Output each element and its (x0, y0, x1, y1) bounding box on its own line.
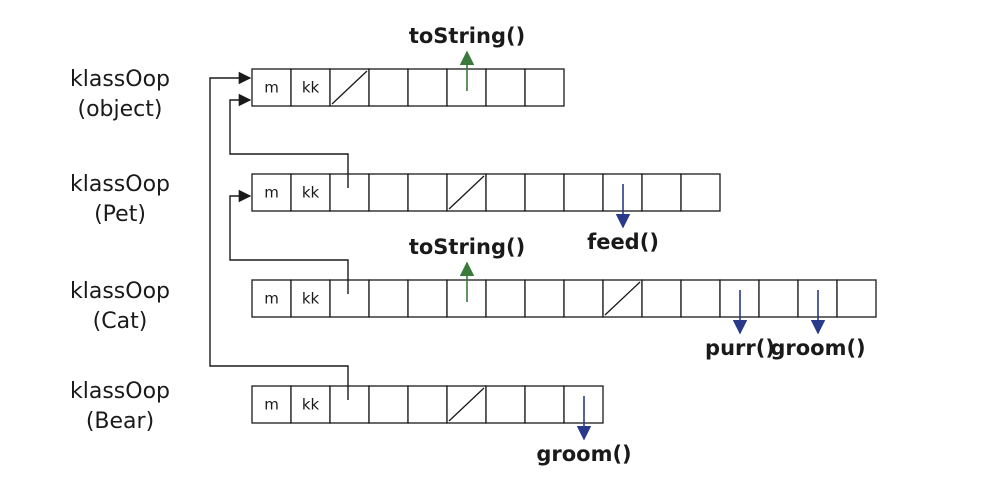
vtable-cell (290, 279, 331, 318)
vtable-cell (251, 385, 292, 424)
vtable-cell (407, 385, 448, 424)
vtable-cell (563, 279, 604, 318)
vtable-cell (836, 279, 877, 318)
cell-text-kk: kk (302, 396, 320, 414)
vtable-cell (251, 68, 292, 107)
vtable-cell (407, 279, 448, 318)
method-label: toString() (409, 235, 525, 259)
vtable-cell (329, 385, 370, 424)
cell-text-m: m (264, 79, 279, 97)
row-label-title: klassOop (70, 67, 170, 92)
vtable-cell (758, 279, 799, 318)
row-label-subtitle: (Bear) (86, 409, 154, 434)
vtable-pet: klassOop (Pet) m kk (70, 172, 721, 227)
vtable-cell (680, 173, 721, 212)
method-label: toString() (409, 24, 525, 48)
row-label-subtitle: (Pet) (94, 202, 146, 227)
cell-text-m: m (264, 396, 279, 414)
vtable-cell (290, 68, 331, 107)
vtable-cell (485, 279, 526, 318)
vtable-cell (641, 173, 682, 212)
empty-slot-slash (331, 70, 368, 105)
row-label-title: klassOop (70, 279, 170, 304)
vtable-cell (641, 279, 682, 318)
vtable-cell (329, 173, 370, 212)
vtable-cell (368, 68, 409, 107)
vtable-cell (290, 385, 331, 424)
cell-text-m: m (264, 290, 279, 308)
vtable-cell (524, 68, 565, 107)
vtable-bear: klassOop (Bear) m kk (70, 379, 604, 434)
empty-slot-slash (448, 175, 485, 210)
vtable-cell (407, 68, 448, 107)
cat-super-link (229, 189, 349, 294)
method-cat-purr: purr() (705, 290, 775, 360)
vtable-cell (485, 385, 526, 424)
method-label: groom() (536, 442, 631, 466)
method-pet-feed: feed() (587, 184, 659, 254)
empty-slot-slash (604, 281, 641, 316)
method-label: purr() (705, 336, 775, 360)
row-label-title: klassOop (70, 172, 170, 197)
vtable-cell (485, 173, 526, 212)
vtable-cell (680, 279, 721, 318)
cell-text-kk: kk (302, 290, 320, 308)
vtable-cell (524, 385, 565, 424)
vtable-cell (524, 279, 565, 318)
vtable-cell (563, 173, 604, 212)
cell-text-m: m (264, 184, 279, 202)
row-label-subtitle: (Cat) (93, 309, 148, 334)
bear-super-link (209, 71, 349, 400)
method-label: feed() (587, 230, 659, 254)
vtable-cell (485, 68, 526, 107)
vtable-cell (407, 173, 448, 212)
vtable-cell (290, 173, 331, 212)
vtable-cell (251, 173, 292, 212)
method-cat-groom: groom() (770, 290, 866, 360)
method-label: groom() (770, 336, 865, 360)
method-bear-groom: groom() (536, 396, 632, 466)
vtable-cell (368, 173, 409, 212)
empty-slot-slash (448, 387, 485, 422)
row-label-title: klassOop (70, 379, 170, 404)
method-object-tostring: toString() (409, 24, 525, 91)
vtable-object: klassOop (object) m kk (70, 67, 565, 122)
cell-text-kk: kk (302, 184, 320, 202)
vtable-cell (368, 385, 409, 424)
vtable-cell (524, 173, 565, 212)
cell-text-kk: kk (302, 79, 320, 97)
vtable-cell (368, 279, 409, 318)
vtable-cat: klassOop (Cat) m kk (70, 279, 877, 334)
row-label-subtitle: (object) (78, 97, 163, 122)
pet-super-link (229, 93, 349, 188)
vtable-cell (329, 279, 370, 318)
method-cat-tostring: toString() (409, 235, 525, 302)
